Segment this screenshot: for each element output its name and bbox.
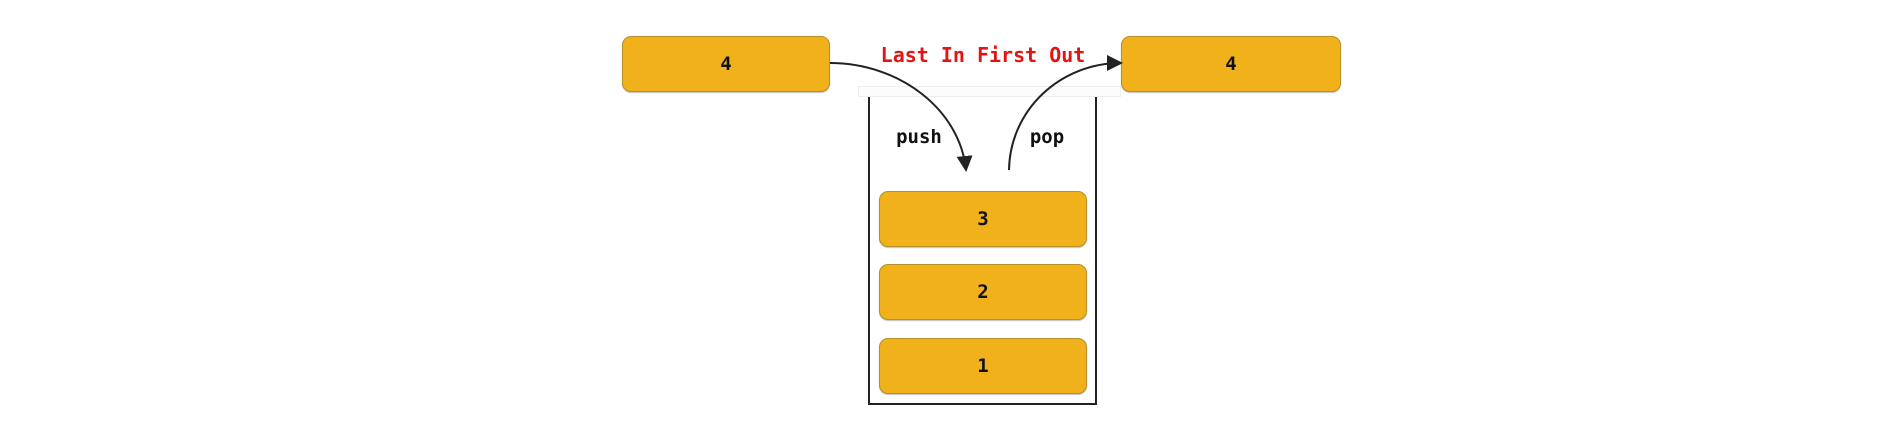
pop-arrow: [1008, 55, 1123, 171]
stack-opening: [858, 86, 1121, 97]
incoming-element: 4: [622, 36, 830, 92]
stack-item-value: 1: [977, 355, 989, 377]
stack-item-top: 3: [879, 191, 1087, 247]
outgoing-element-value: 4: [1225, 53, 1237, 75]
stack-item: 2: [879, 264, 1087, 320]
diagram-title: Last In First Out: [880, 43, 1086, 67]
stack-item-bottom: 1: [879, 338, 1087, 394]
push-label: push: [896, 126, 942, 148]
outgoing-element: 4: [1121, 36, 1341, 92]
incoming-element-value: 4: [720, 53, 732, 75]
stack-container: [868, 97, 1097, 405]
stack-item-value: 2: [977, 281, 989, 303]
push-arrow: [829, 62, 973, 172]
pop-label: pop: [1029, 126, 1065, 148]
stack-item-value: 3: [977, 208, 989, 230]
